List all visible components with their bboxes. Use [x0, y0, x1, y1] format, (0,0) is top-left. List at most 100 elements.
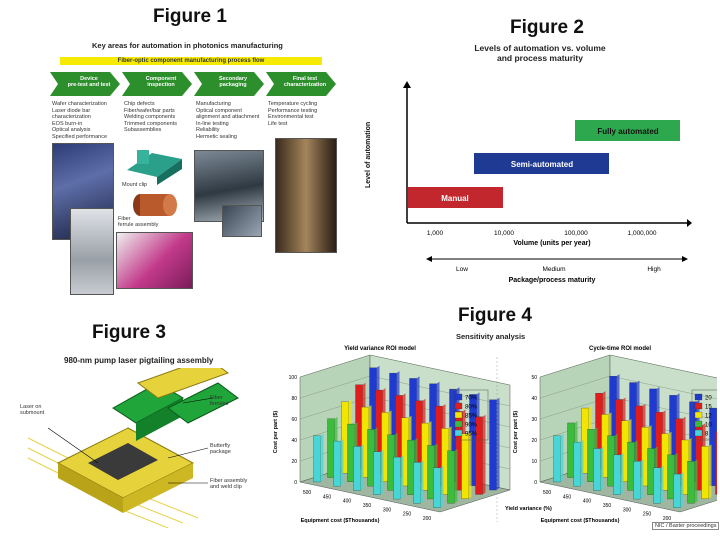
x-tick: 500 — [543, 490, 552, 496]
stage-item: Welding components — [124, 114, 176, 120]
y-axis-label-1: Cost per part ($) — [513, 411, 519, 454]
legend-swatch — [694, 402, 703, 410]
x-tick: 500 — [303, 490, 312, 496]
stage-label-4: Final test characterization — [283, 76, 327, 88]
maturity-high: High — [647, 266, 661, 273]
bar-0-4-5 — [413, 462, 421, 504]
callout-line-laser — [47, 427, 99, 464]
y-tick: 10 — [531, 459, 537, 465]
stage-item: Temperature cycling — [268, 101, 318, 107]
legend-label: 20 — [705, 396, 712, 402]
bar-1-4-6 — [673, 473, 681, 508]
x-tick: 350 — [363, 503, 372, 509]
stage-label-1: Device pre-test and test — [67, 76, 111, 88]
x-tick: 400 — [343, 499, 352, 505]
bar-manual — [408, 187, 503, 208]
bar-label-fully: Fully automated — [597, 127, 658, 136]
stage-arrow-2 — [122, 72, 192, 96]
stage-item: Hermetic sealing — [196, 133, 237, 140]
bar-0-4-6 — [433, 467, 441, 508]
stage-item: characterization — [52, 114, 91, 120]
figure-credit: NIC / Baxter proceedings — [652, 522, 720, 530]
bar-0-4-0 — [313, 435, 321, 483]
mount-clip-icon — [127, 150, 182, 185]
callout-line-butterfly — [167, 447, 209, 459]
bar-1-4-2 — [593, 448, 601, 491]
figure1-title: Figure 1 — [153, 6, 227, 27]
x-axis-label-0: Equipment cost ($Thousands) — [301, 518, 380, 524]
figure1-subtitle: Key areas for automation in photonics ma… — [92, 41, 283, 50]
x-tick-4: 1,000,000 — [628, 230, 657, 237]
legend-box — [691, 389, 717, 441]
y-tick: 100 — [289, 375, 298, 381]
bar-1-4-0 — [553, 435, 561, 483]
laser-submount — [88, 443, 158, 480]
stage-item: Fiber/wafer/bar parts — [124, 107, 175, 114]
stage-item: Specified performance — [52, 133, 108, 140]
x-tick: 200 — [663, 516, 672, 522]
y-axis-label: Level of automation — [365, 121, 372, 188]
legend-swatch — [454, 393, 463, 401]
legend-label: 10 — [705, 423, 712, 429]
stage-item: Wafer characterization — [52, 101, 107, 107]
y-tick: 30 — [531, 417, 537, 423]
mount-clip-label: Mount clip — [122, 182, 148, 188]
stage-item: Chip defects — [124, 101, 155, 107]
legend-label: 90% — [465, 423, 478, 429]
bar-1-3-6 — [687, 461, 695, 504]
y-axis-arrow-icon — [403, 81, 411, 88]
stage-item: Reliability — [196, 127, 220, 133]
packaging-detail-photo — [222, 205, 262, 237]
stage-label-2: Component inspection — [145, 76, 177, 88]
maturity-left-arrow-icon — [426, 256, 432, 262]
inspection-workstation-photo — [116, 232, 193, 289]
automation-levels-chart: Manual Semi-automated Fully automated 1,… — [403, 81, 692, 284]
figure2-title: Figure 2 — [510, 17, 584, 38]
stage-item: Trimmed components — [124, 120, 177, 127]
callout-laser: Laser on submount — [20, 404, 45, 416]
maturity-label: Package/process maturity — [509, 277, 596, 284]
x-tick: 350 — [603, 503, 612, 509]
figure4-title: Figure 4 — [458, 305, 532, 326]
x-tick-3: 100,000 — [564, 230, 588, 237]
x-tick-2: 10,000 — [494, 230, 514, 237]
chart-title-0: Yield variance ROI model — [344, 346, 416, 352]
legend-label: 15 — [705, 405, 712, 411]
process-flow-banner: Fiber-optic component manufacturing proc… — [60, 57, 322, 65]
x-tick-1: 1,000 — [427, 230, 444, 237]
stage-item: Environmental test — [268, 114, 314, 120]
y-tick: 50 — [531, 375, 537, 381]
figure3-subtitle: 980-nm pump laser pigtailing assembly — [64, 356, 214, 365]
stage-item: In-line testing — [196, 120, 229, 127]
bar-fully-automated — [575, 120, 680, 141]
stage-item: Optical component — [196, 107, 242, 114]
legend-swatch — [454, 411, 463, 419]
stage-item: alignment and attachment — [196, 114, 260, 120]
z-axis-label-0: Yield variance (%) — [505, 506, 552, 512]
test-rack-photo — [275, 138, 337, 253]
y-tick: 40 — [531, 396, 537, 402]
maturity-medium: Medium — [542, 266, 565, 273]
legend-swatch — [454, 420, 463, 428]
bar-1-4-5 — [653, 467, 661, 504]
legend-label: 8 — [705, 432, 709, 438]
stage-item: Performance testing — [268, 107, 318, 114]
weld-clip — [136, 368, 230, 399]
legend-label: 80% — [465, 405, 478, 411]
bar-0-3-6 — [447, 450, 455, 504]
x-axis-arrow-icon — [687, 219, 692, 227]
x-tick: 250 — [403, 512, 412, 518]
y-tick: 20 — [531, 438, 537, 444]
x-axis-label-1: Equipment cost ($Thousands) — [541, 518, 620, 524]
legend-label: 85% — [465, 414, 478, 420]
legend-label: 70% — [465, 396, 478, 402]
legend-swatch — [694, 393, 703, 401]
legend-box — [451, 389, 489, 441]
y-axis-label-0: Cost per part ($) — [273, 411, 279, 454]
figure3-title: Figure 3 — [92, 322, 166, 343]
process-flow-label: Fiber-optic component manufacturing proc… — [117, 58, 265, 64]
y-tick: 20 — [291, 459, 297, 465]
x-tick: 450 — [563, 494, 572, 500]
stage-item: Subassemblies — [124, 127, 162, 133]
stage-item: Optical analysis — [52, 127, 91, 133]
